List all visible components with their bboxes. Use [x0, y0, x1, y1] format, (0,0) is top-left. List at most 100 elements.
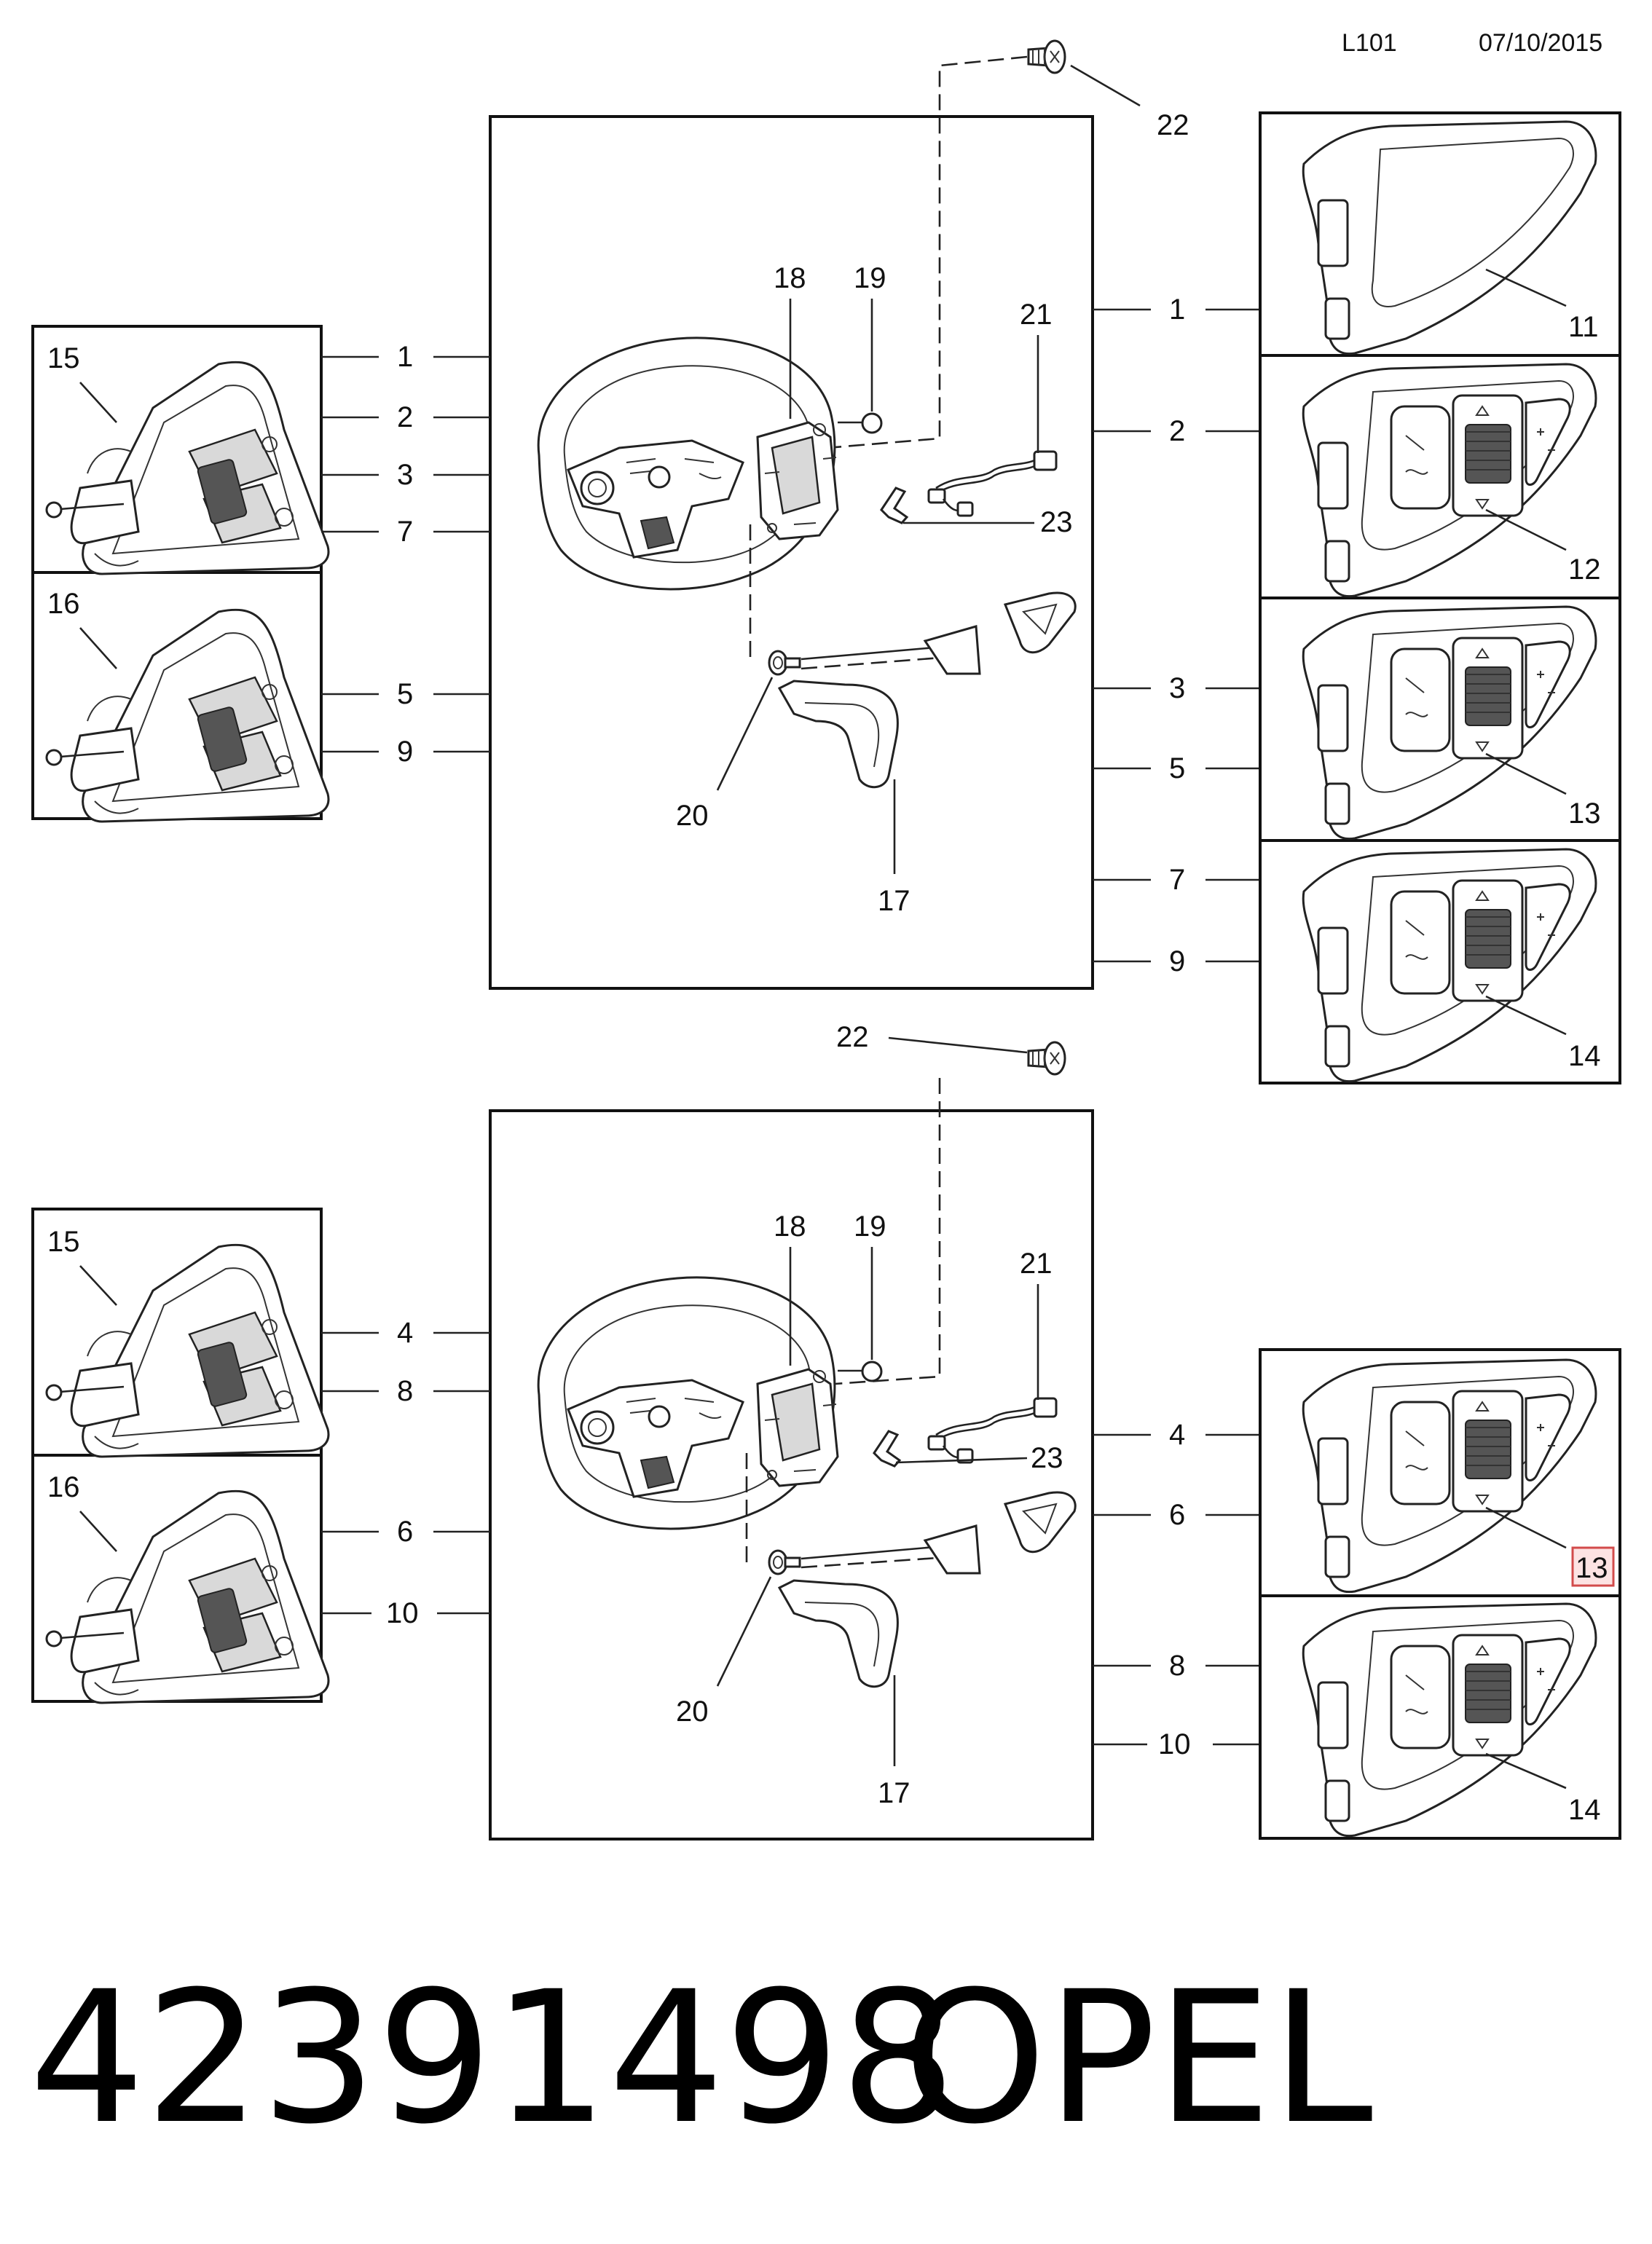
top-callout-18: 18 — [774, 262, 806, 294]
bottom-leader-14 — [1485, 1752, 1567, 1790]
bottom-right-link: 8 — [1169, 1650, 1185, 1682]
bottom-bolt-20 — [768, 1549, 801, 1575]
top-right-links: 1 2 3 5 7 9 — [1093, 294, 1260, 977]
bottom-rail-block — [923, 1524, 981, 1575]
bottom-callout-21: 21 — [1020, 1248, 1053, 1280]
bottom-screw-22 — [1027, 1041, 1066, 1076]
diagram-reference: L101 — [1342, 29, 1397, 57]
top-panel-number-12: 12 — [1568, 554, 1601, 586]
top-right-switch-12 — [1302, 363, 1597, 598]
top-leader-15 — [79, 382, 117, 423]
top-clip-23 — [880, 487, 908, 524]
top-airbag-bracket — [756, 421, 839, 540]
bottom-leader-20 — [716, 1576, 772, 1687]
bottom-right-link: 6 — [1169, 1499, 1185, 1531]
top-left-switch-16 — [45, 608, 330, 823]
bottom-assembly: 22 18 19 21 23 20 17 — [31, 1021, 1621, 1841]
top-left-link: 1 — [397, 341, 413, 373]
top-right-blank-cover-11 — [1302, 120, 1597, 355]
bottom-left-link: 4 — [397, 1317, 413, 1349]
top-leader-12 — [1485, 508, 1567, 551]
top-left-links: 1 2 3 7 5 9 — [321, 341, 490, 768]
bottom-panel-number-14: 14 — [1568, 1794, 1601, 1826]
top-panel-number-13: 13 — [1568, 798, 1601, 830]
top-leader-14 — [1485, 995, 1567, 1036]
diagram-date: 07/10/2015 — [1479, 29, 1602, 57]
top-leader-13 — [1485, 752, 1567, 795]
top-left-link: 7 — [397, 516, 413, 548]
top-right-link: 3 — [1169, 672, 1185, 704]
bottom-left-link: 8 — [397, 1375, 413, 1407]
bottom-airbag-bracket — [756, 1368, 839, 1487]
highlight-box-13[interactable] — [1571, 1546, 1615, 1587]
bottom-callout-20: 20 — [676, 1696, 709, 1728]
top-callout-19: 19 — [854, 262, 886, 294]
top-callout-17: 17 — [878, 885, 910, 917]
top-panel-number-16: 16 — [47, 588, 80, 620]
top-rail-block — [923, 625, 981, 675]
top-leader-11 — [1485, 268, 1567, 307]
bottom-right-switch-13 — [1302, 1358, 1597, 1594]
top-nut-19 — [861, 412, 883, 434]
top-screw-22 — [1027, 39, 1066, 74]
top-leader-22 — [1070, 64, 1141, 107]
top-right-link: 9 — [1169, 945, 1185, 977]
bottom-nut-19 — [861, 1361, 883, 1382]
bottom-leader-23 — [895, 1457, 1028, 1464]
bottom-callout-22: 22 — [836, 1021, 869, 1053]
top-side-cover — [1004, 591, 1077, 654]
top-callout-23: 23 — [1040, 506, 1073, 538]
bottom-left-link: 6 — [397, 1516, 413, 1548]
bottom-left-switch-16 — [45, 1489, 330, 1704]
bottom-panel-number-13[interactable]: 13 — [1576, 1552, 1608, 1584]
bottom-right-link: 10 — [1158, 1728, 1191, 1760]
top-assembly: 22 18 19 21 23 20 17 — [31, 39, 1621, 1084]
top-right-switch-14 — [1302, 848, 1597, 1083]
brand-name: OPEL — [903, 1952, 1373, 2164]
top-right-link: 5 — [1169, 752, 1185, 784]
top-callout-22: 22 — [1157, 109, 1189, 141]
bottom-right-link: 4 — [1169, 1419, 1185, 1451]
bottom-panel-number-15: 15 — [47, 1226, 80, 1258]
bottom-left-link: 10 — [386, 1597, 419, 1629]
bottom-callout-19: 19 — [854, 1210, 886, 1243]
bottom-right-links: 4 6 8 10 — [1093, 1419, 1260, 1760]
top-callout-21: 21 — [1020, 299, 1053, 331]
top-lower-trim — [778, 680, 899, 789]
part-number: 42391498 — [29, 1952, 956, 2164]
top-right-link: 7 — [1169, 864, 1185, 896]
top-right-panel-14 — [1259, 839, 1621, 1084]
top-leader-20 — [716, 677, 774, 791]
bottom-callout-23: 23 — [1031, 1442, 1063, 1474]
bottom-leader-15 — [79, 1265, 117, 1306]
bottom-leader-22 — [888, 1036, 1028, 1054]
bottom-main-frame — [489, 1109, 1094, 1841]
bottom-right-panel-14 — [1259, 1594, 1621, 1840]
bottom-side-cover — [1004, 1491, 1077, 1554]
top-left-link: 3 — [397, 459, 413, 491]
top-right-link: 1 — [1169, 294, 1185, 326]
top-leader-16 — [79, 627, 117, 669]
top-main-frame — [489, 115, 1094, 990]
top-panel-number-15: 15 — [47, 342, 80, 374]
bottom-leader-16 — [79, 1511, 117, 1552]
bottom-leader-13 — [1485, 1506, 1567, 1549]
bottom-clip-23 — [873, 1430, 901, 1468]
bottom-callout-17: 17 — [878, 1777, 910, 1809]
top-right-link: 2 — [1169, 415, 1185, 447]
top-left-link: 2 — [397, 401, 413, 433]
top-panel-number-14: 14 — [1568, 1040, 1601, 1072]
bottom-callout-18: 18 — [774, 1210, 806, 1243]
top-left-switch-15 — [45, 361, 330, 575]
bottom-panel-number-16: 16 — [47, 1471, 80, 1503]
top-left-link: 9 — [397, 736, 413, 768]
top-bolt-20 — [768, 650, 801, 676]
top-right-switch-13 — [1302, 605, 1597, 840]
bottom-left-links: 4 8 6 10 — [321, 1317, 490, 1629]
top-left-link: 5 — [397, 678, 413, 710]
top-screw-dash-line — [782, 55, 1028, 453]
top-panel-number-11: 11 — [1568, 311, 1599, 343]
bottom-right-switch-14 — [1302, 1602, 1597, 1838]
top-callout-20: 20 — [676, 800, 709, 832]
